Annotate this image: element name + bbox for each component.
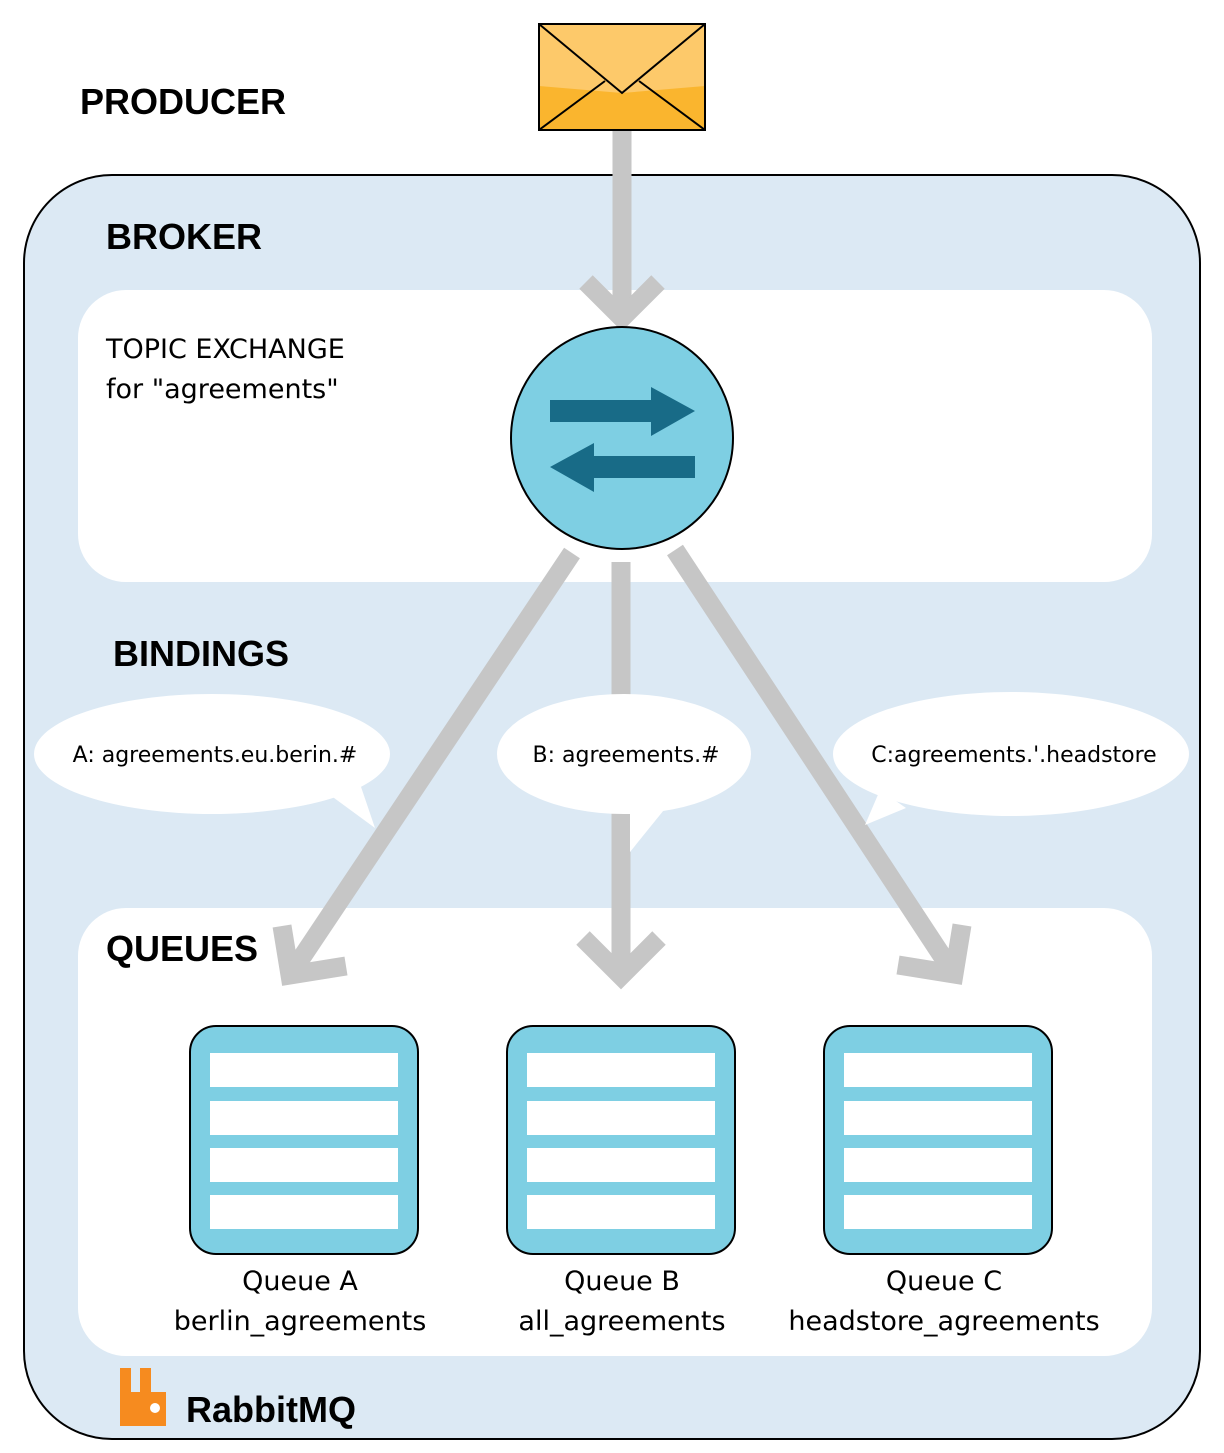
queue-a-icon [189, 1025, 419, 1255]
exchange-type-label: TOPIC EXCHANGE [105, 334, 345, 365]
binding-bubble-c: C:agreements.'.headstore [833, 692, 1189, 825]
producer-to-exchange-arrow [579, 130, 665, 332]
queue-a-title: Queue A [242, 1266, 358, 1297]
exchange-for-label: for "agreements" [106, 374, 339, 405]
rabbitmq-brand-name: RabbitMQ [186, 1389, 356, 1430]
binding-bubble-a: A: agreements.eu.berin.# [34, 694, 390, 828]
queue-b-icon [506, 1025, 736, 1255]
broker-label: BROKER [106, 216, 262, 257]
queue-b-name: all_agreements [518, 1306, 725, 1337]
queue-c-name: headstore_agreements [788, 1306, 1099, 1337]
producer-label: PRODUCER [80, 81, 286, 122]
exchange-to-queue-a-arrow [272, 547, 580, 986]
bindings-label: BINDINGS [113, 633, 289, 674]
binding-b-text: B: agreements.# [533, 743, 720, 768]
binding-bubble-b: B: agreements.# [497, 694, 751, 852]
queue-c-icon [823, 1025, 1053, 1255]
queue-b-title: Queue B [564, 1266, 680, 1297]
queue-c-title: Queue C [886, 1266, 1002, 1297]
queue-a-name: berlin_agreements [174, 1306, 427, 1337]
binding-a-text: A: agreements.eu.berin.# [73, 743, 358, 768]
exchange-to-queue-c-arrow [667, 544, 972, 985]
message-envelope-icon [538, 23, 706, 131]
exchange-left-arrow-icon [550, 443, 695, 492]
exchange-right-arrow-icon [550, 387, 695, 436]
rabbitmq-logo-icon [120, 1368, 166, 1426]
exchange-icon [510, 326, 734, 550]
binding-c-text: C:agreements.'.headstore [871, 743, 1156, 768]
queues-label: QUEUES [106, 928, 258, 969]
